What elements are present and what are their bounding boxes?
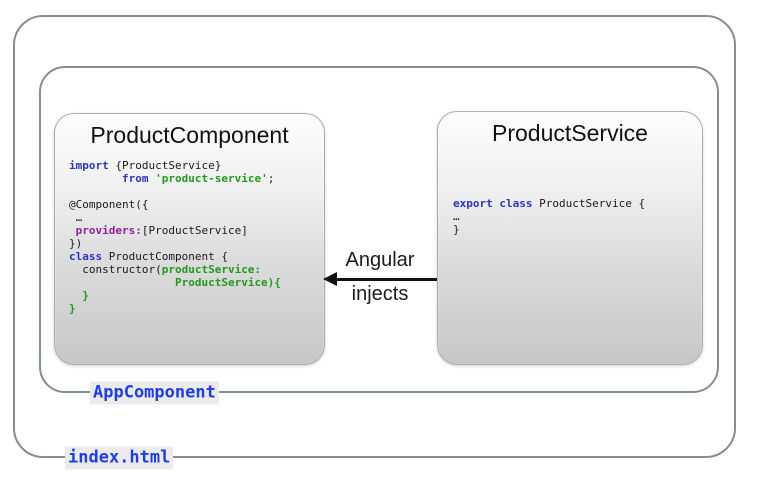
product-service-title: ProductService xyxy=(492,120,648,146)
injection-arrow-line xyxy=(335,278,437,281)
app-component-label: AppComponent xyxy=(90,381,219,405)
app-component-frame xyxy=(39,66,719,393)
index-html-label: index.html xyxy=(65,446,174,470)
product-service-code: export class ProductService {…} xyxy=(453,197,646,236)
arrow-label-angular: Angular xyxy=(345,249,415,271)
arrow-left-head-icon xyxy=(323,272,337,286)
product-service-box: ProductService export class ProductServi… xyxy=(437,111,703,365)
arrow-label-injects: injects xyxy=(351,283,409,305)
index-html-frame xyxy=(13,15,736,458)
product-component-box: ProductComponent import {ProductService}… xyxy=(54,113,325,365)
product-component-title: ProductComponent xyxy=(90,122,289,148)
product-component-code: import {ProductService} from 'product-se… xyxy=(69,159,281,315)
